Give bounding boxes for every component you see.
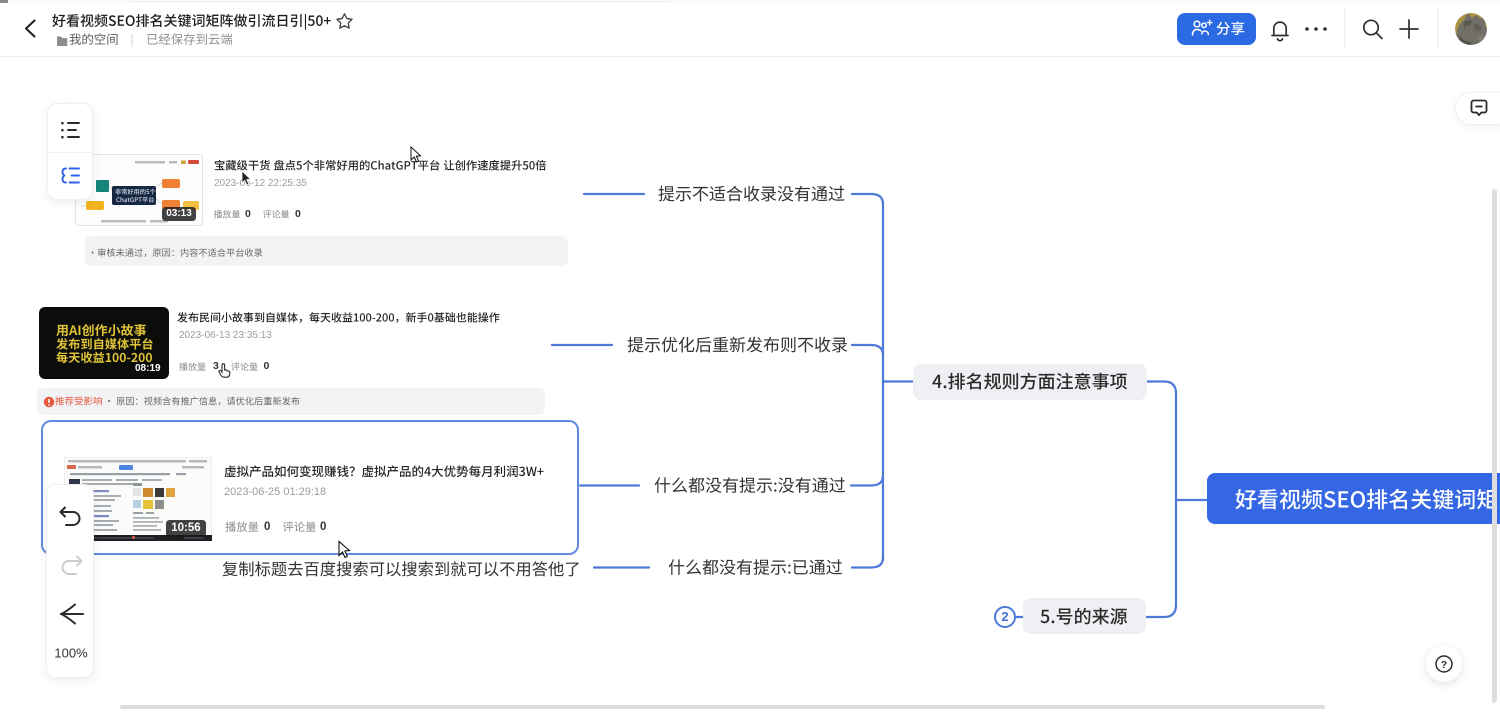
svg-text:100%: 100%	[54, 646, 88, 661]
svg-text:?: ?	[1441, 659, 1447, 671]
